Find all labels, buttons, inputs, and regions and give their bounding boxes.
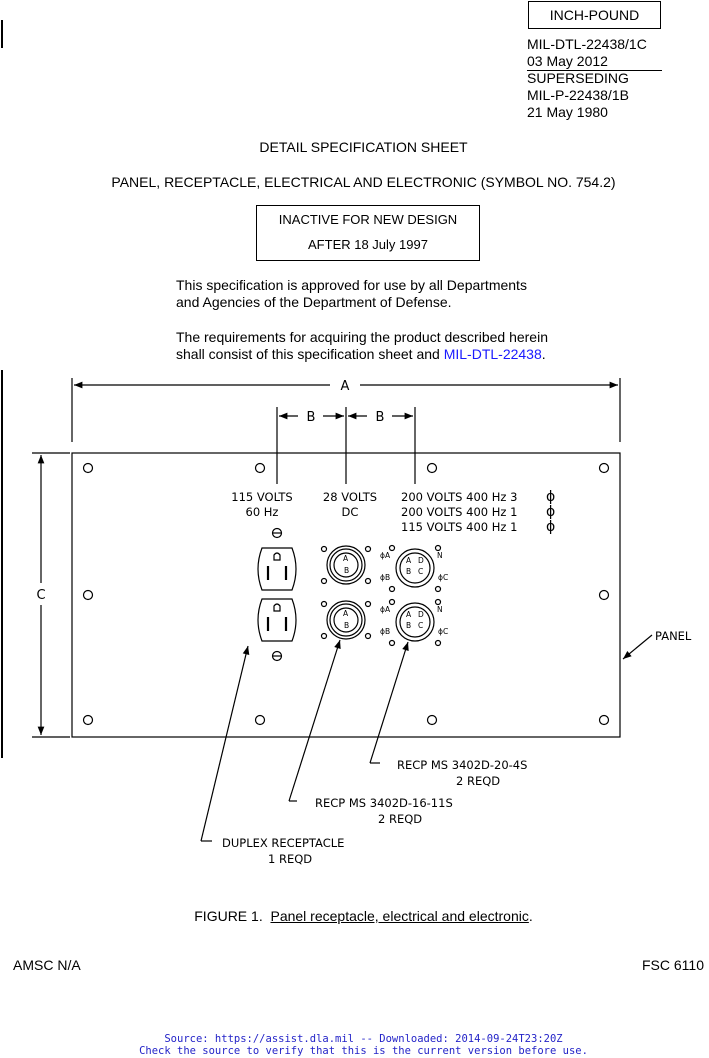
panel-figure: A B B C 115 VOLTS 60 Hz 28 VOLTS DC 200 … bbox=[32, 378, 692, 866]
label-28v-line2: DC bbox=[342, 505, 359, 519]
item-name-title: PANEL, RECEPTACLE, ELECTRICAL AND ELECTR… bbox=[111, 174, 616, 190]
dimension-b-label-left: B bbox=[307, 410, 316, 425]
mil-dtl-22438-link[interactable]: MIL-DTL-22438 bbox=[443, 346, 542, 362]
ac2-phase-a: ϕA bbox=[380, 605, 391, 614]
dc2-pin-a: A bbox=[343, 609, 349, 618]
label-200v-line2: 200 VOLTS 400 Hz 1 bbox=[401, 505, 517, 519]
source-line-1: Source: https://assist.dla.mil -- Downlo… bbox=[164, 1033, 563, 1045]
caption-suffix: . bbox=[528, 908, 533, 924]
figure-caption: FIGURE 1. Panel receptacle, electrical a… bbox=[0, 908, 709, 924]
ac1-pin-d: D bbox=[418, 556, 424, 565]
recp-16-label-line1: RECP MS 3402D-16-11S bbox=[315, 796, 453, 810]
ac2-pin-c: C bbox=[418, 621, 423, 630]
source-line-2: Check the source to verify that this is … bbox=[139, 1045, 588, 1057]
caption-prefix: FIGURE 1. bbox=[194, 908, 271, 924]
ac1-phase-c: ϕC bbox=[438, 573, 448, 582]
ac2-phase-b: ϕB bbox=[380, 627, 390, 636]
amsc-label: AMSC N/A bbox=[13, 957, 81, 973]
label-200v-line3: 115 VOLTS 400 Hz 1 bbox=[401, 520, 517, 534]
dimension-a-label: A bbox=[341, 379, 350, 394]
ac1-phase-b: ϕB bbox=[380, 573, 390, 582]
revision-bar-top bbox=[1, 20, 3, 48]
superseded-date: 21 May 1980 bbox=[527, 104, 608, 120]
requirements-suffix: . bbox=[541, 346, 546, 362]
revision-bar-figure bbox=[1, 370, 3, 758]
label-115v-line1: 115 VOLTS bbox=[231, 490, 292, 504]
label-115v-line2: 60 Hz bbox=[246, 505, 279, 519]
dimension-b-label-right: B bbox=[376, 410, 385, 425]
requirements-line-2: shall consist of this specification shee… bbox=[176, 346, 546, 363]
inactive-line-2: AFTER 18 July 1997 bbox=[308, 237, 428, 252]
superseding-label: SUPERSEDING bbox=[527, 70, 629, 86]
panel-label: PANEL bbox=[655, 629, 692, 643]
fsc-label: FSC 6110 bbox=[642, 957, 704, 973]
recp-20-label-line2: 2 REQD bbox=[456, 774, 500, 788]
ac2-phase-c: ϕC bbox=[438, 627, 448, 636]
source-notice: Source: https://assist.dla.mil -- Downlo… bbox=[0, 1033, 709, 1057]
caption-title: Panel receptacle, electrical and electro… bbox=[270, 908, 529, 924]
phase-symbol-3: ϕ bbox=[546, 519, 555, 535]
dc1-pin-b: B bbox=[344, 566, 349, 575]
ac1-pin-b: B bbox=[406, 567, 411, 576]
ac2-pin-d: D bbox=[418, 610, 424, 619]
approval-line-2: and Agencies of the Department of Defens… bbox=[176, 294, 452, 310]
ac2-pin-a: A bbox=[406, 610, 412, 619]
inactive-line-1: INACTIVE FOR NEW DESIGN bbox=[278, 212, 458, 227]
dc2-pin-b: B bbox=[344, 621, 349, 630]
requirements-prefix: shall consist of this specification shee… bbox=[176, 346, 444, 362]
ac2-pin-n: N bbox=[437, 605, 443, 614]
doc-date: 03 May 2012 bbox=[527, 53, 662, 71]
duplex-label-line1: DUPLEX RECEPTACLE bbox=[222, 836, 344, 850]
doc-number: MIL-DTL-22438/1C bbox=[527, 36, 647, 52]
phase-symbol-1: ϕ bbox=[546, 489, 555, 505]
duplex-label-line2: 1 REQD bbox=[268, 852, 312, 866]
ac2-pin-b: B bbox=[406, 621, 411, 630]
phase-symbol-2: ϕ bbox=[546, 504, 555, 520]
inch-pound-box: INCH-POUND bbox=[528, 1, 661, 29]
dc1-pin-a: A bbox=[343, 554, 349, 563]
superseded-number: MIL-P-22438/1B bbox=[527, 87, 629, 103]
ac1-pin-c: C bbox=[418, 567, 423, 576]
inactive-notice-box: INACTIVE FOR NEW DESIGN AFTER 18 July 19… bbox=[256, 205, 480, 261]
requirements-line-1: The requirements for acquiring the produ… bbox=[176, 329, 548, 345]
dimension-c-label: C bbox=[36, 588, 45, 603]
ac1-pin-n: N bbox=[437, 551, 443, 560]
ac1-pin-a: A bbox=[406, 556, 412, 565]
recp-20-label-line1: RECP MS 3402D-20-4S bbox=[397, 758, 527, 772]
label-28v-line1: 28 VOLTS bbox=[323, 490, 377, 504]
approval-line-1: This specification is approved for use b… bbox=[176, 277, 527, 293]
sheet-type-title: DETAIL SPECIFICATION SHEET bbox=[259, 139, 468, 155]
ac1-phase-a: ϕA bbox=[380, 551, 391, 560]
label-200v-line1: 200 VOLTS 400 Hz 3 bbox=[401, 490, 517, 504]
recp-16-label-line2: 2 REQD bbox=[378, 812, 422, 826]
